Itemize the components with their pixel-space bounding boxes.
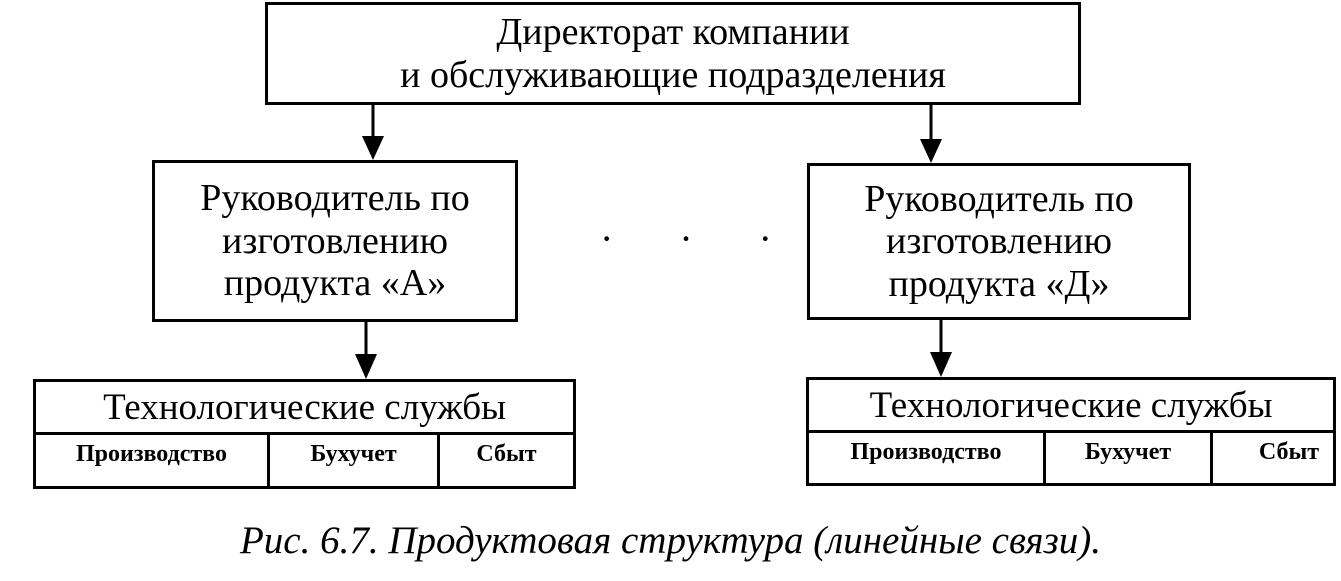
- ellipsis: · · ·: [600, 216, 800, 261]
- manager-a-line-2: изготовлению: [222, 219, 448, 262]
- manager-product-d-box: Руководитель по изготовлению продукта «Д…: [807, 163, 1191, 320]
- services-d-cell-sales: Сбыт: [1210, 433, 1333, 483]
- directorate-line-1: Директорат компании: [496, 10, 850, 53]
- services-a-cell-accounting: Бухучет: [267, 435, 437, 486]
- arrowhead-d-to-services: [930, 352, 952, 377]
- manager-a-line-1: Руководитель по: [200, 177, 470, 220]
- manager-d-line-2: изготовлению: [886, 220, 1112, 263]
- arrowhead-top-to-a: [362, 136, 384, 160]
- directorate-line-2: и обслуживающие подразделения: [400, 53, 946, 96]
- figure-caption: Рис. 6.7. Продуктовая структура (линейны…: [239, 519, 1101, 562]
- manager-d-line-1: Руководитель по: [864, 177, 1134, 220]
- services-d-cell-production: Производство: [850, 439, 1002, 465]
- services-d-title: Технологические службы: [809, 380, 1333, 433]
- services-d-table: Технологические службы Производство Буху…: [806, 377, 1336, 486]
- arrowhead-a-to-services: [355, 354, 377, 379]
- directorate-box: Директорат компании и обслуживающие подр…: [265, 2, 1081, 105]
- arrowhead-top-to-d: [920, 139, 942, 163]
- manager-a-line-3: продукта «А»: [223, 262, 447, 305]
- manager-product-a-box: Руководитель по изготовлению продукта «А…: [152, 160, 518, 322]
- services-a-cell-sales: Сбыт: [437, 435, 573, 486]
- services-a-cell-production: Производство: [76, 441, 227, 467]
- manager-d-line-3: продукта «Д»: [888, 262, 1110, 305]
- services-d-cell-accounting: Бухучет: [1043, 433, 1210, 483]
- services-a-title: Технологические службы: [36, 382, 573, 435]
- services-a-table: Технологические службы Производство Буху…: [33, 379, 576, 489]
